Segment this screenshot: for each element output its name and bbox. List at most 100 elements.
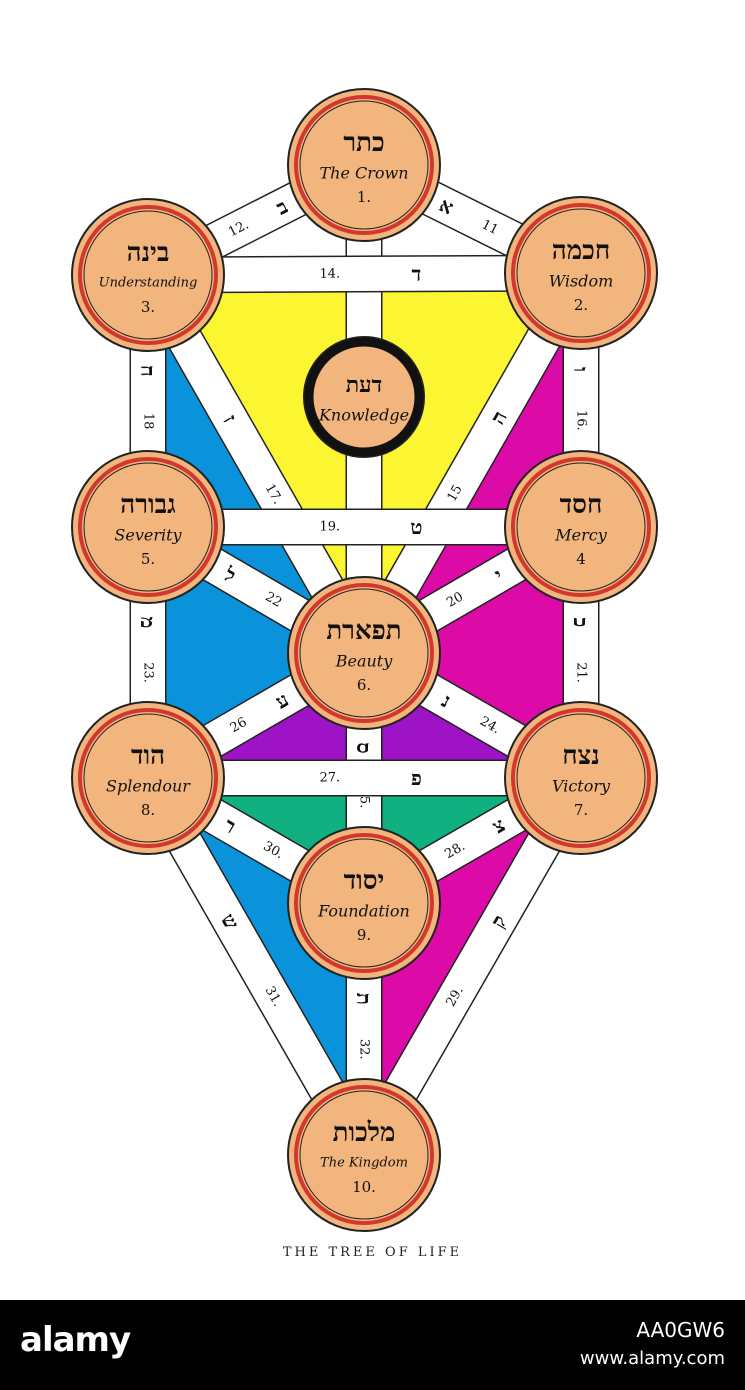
sephira-english: Mercy [554, 526, 607, 545]
sephira-english: Splendour [106, 777, 191, 796]
path-number: 22 [262, 589, 284, 610]
sephira-inner-ring [516, 713, 646, 843]
sephira-number: 5. [141, 550, 155, 568]
sephira-number: 10. [352, 1178, 376, 1196]
sephira-ring [294, 1085, 434, 1225]
sephira-disc [287, 1078, 441, 1232]
sephira-hebrew: תפארת [326, 616, 401, 646]
sephira-inner-ring [299, 588, 429, 718]
figure-caption: THE TREE OF LIFE [282, 1245, 463, 1260]
sephira-keter: כתר The Crown 1. [287, 88, 441, 242]
sephira-hebrew: חסד [560, 490, 603, 520]
sephira-number: 2. [574, 296, 588, 314]
path-number: 20 [444, 589, 466, 610]
sephira-daath: דעת Knowledge [303, 336, 425, 458]
sephira-disc [71, 701, 225, 855]
sephira-english: The Crown [319, 164, 408, 183]
sephira-geburah: גבורה Severity 5. [71, 450, 225, 604]
sephira-english: Foundation [317, 902, 410, 921]
sephira-hebrew: בינה [127, 238, 170, 268]
sephira-yesod: יסוד Foundation 9. [287, 826, 441, 980]
sephira-ring [511, 708, 651, 848]
sephiroth-layer: כתר The Crown 1. חכמה Wisdom 2. בינה Understand… [71, 88, 658, 1232]
sephira-english: Victory [552, 777, 611, 796]
sephira-number: 6. [357, 676, 371, 694]
sephira-english: Understanding [99, 276, 198, 291]
path-number: 32. [357, 1039, 372, 1060]
path-number: 18 [141, 413, 156, 430]
sephira-chokmah: חכמה Wisdom 2. [504, 196, 658, 350]
path-letter: ח [136, 365, 160, 377]
footer-bar: alamy AA0GW6 www.alamy.com [0, 1300, 745, 1390]
path-number: 11 [479, 217, 500, 238]
path-number: 15 [445, 482, 466, 504]
sephira-ring [511, 457, 651, 597]
path-letter: מ [136, 616, 160, 628]
sephira-hebrew: גבורה [120, 490, 176, 520]
sephira-hebrew: חכמה [552, 236, 610, 266]
daath-ring [304, 337, 424, 457]
sephira-disc [287, 576, 441, 730]
sephira-english: Severity [114, 526, 182, 545]
image-code: AA0GW6 [636, 1318, 725, 1342]
sephira-inner-ring [83, 462, 213, 592]
sephira-number: 7. [574, 801, 588, 819]
sephira-number: 1. [357, 188, 371, 206]
path-letter: ט [410, 515, 422, 539]
sephira-netzach: נצח Victory 7. [504, 701, 658, 855]
sephira-disc [287, 826, 441, 980]
sephira-hebrew: יסוד [344, 866, 385, 896]
path-number: 16. [574, 410, 589, 431]
sephira-number: 8. [141, 801, 155, 819]
path-letter: ו [569, 367, 593, 372]
path-letter: כ [569, 617, 593, 627]
alamy-logo: alamy [20, 1320, 131, 1360]
sephira-english: Knowledge [318, 406, 409, 425]
sephira-hebrew: דעת [346, 372, 382, 398]
sephira-chesed: חסד Mercy 4 [504, 450, 658, 604]
sephira-inner-ring [299, 1090, 429, 1220]
sephira-disc [504, 701, 658, 855]
sephira-inner-ring [83, 210, 213, 340]
sephira-ring [78, 708, 218, 848]
sephira-hebrew: נצח [562, 741, 599, 771]
path-letter: ת [352, 993, 376, 1005]
sephira-disc [287, 88, 441, 242]
path-letter: ס [352, 742, 376, 753]
path-number: 19. [320, 520, 341, 535]
sephira-number: 9. [357, 926, 371, 944]
sephira-english: Wisdom [549, 272, 614, 291]
sephira-inner-ring [516, 208, 646, 338]
sephira-ring [78, 457, 218, 597]
sephira-hebrew: הוד [131, 741, 165, 771]
path-letter: ד [412, 262, 422, 286]
sephira-ring [294, 833, 434, 973]
sephira-inner-ring [83, 713, 213, 843]
path-number: 14. [319, 267, 340, 282]
sephira-inner-ring [516, 462, 646, 592]
path-number: 21. [574, 662, 589, 683]
sephira-ring [294, 583, 434, 723]
sephira-disc [504, 196, 658, 350]
sephira-hebrew: כתר [343, 128, 384, 158]
path-number: 23. [141, 662, 156, 683]
sephira-hod: הוד Splendour 8. [71, 701, 225, 855]
sephira-inner-ring [299, 838, 429, 968]
sephira-disc [504, 450, 658, 604]
sephira-number: 3. [141, 298, 155, 316]
path-number: 27. [320, 771, 341, 786]
sephira-malkuth: מלכות The Kingdom 10. [287, 1078, 441, 1232]
sephira-binah: בינה Understanding 3. [71, 198, 225, 352]
path-number: 26 [228, 715, 250, 736]
footer-url[interactable]: www.alamy.com [579, 1348, 725, 1369]
sephira-disc [71, 450, 225, 604]
sephira-ring [78, 205, 218, 345]
sephira-english: The Kingdom [320, 1156, 408, 1171]
path-letter: פ [411, 766, 422, 790]
sephira-inner-ring [299, 100, 429, 230]
sephira-number: 4 [576, 550, 586, 568]
tree-diagram: א11ב12.ג13ד14.ה15ו16.ז17.ח18ט19.י20כ21.ל… [71, 88, 658, 1232]
sephira-hebrew: מלכות [333, 1118, 396, 1148]
